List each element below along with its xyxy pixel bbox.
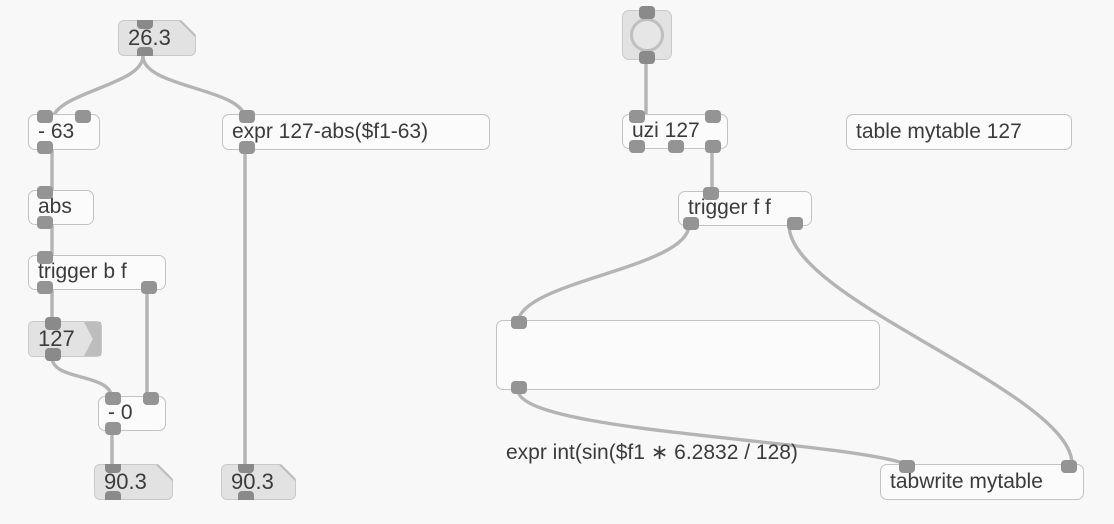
number-box-notch [179, 21, 195, 37]
outlet[interactable] [511, 381, 527, 394]
number-box-value: 90.3 [231, 469, 274, 494]
object-label: tabwrite mytable [890, 469, 1043, 493]
outlet-left[interactable] [683, 217, 699, 230]
inlet[interactable] [239, 110, 255, 123]
object-abs[interactable]: abs [28, 186, 94, 229]
inlet[interactable] [105, 460, 121, 473]
inlet-left[interactable] [105, 392, 121, 405]
object-trigger-b-f[interactable]: trigger b f [28, 251, 166, 294]
inlet-right[interactable] [143, 392, 159, 405]
inlet[interactable] [45, 317, 61, 330]
inlet-right[interactable] [705, 110, 721, 123]
object-label: abs [38, 195, 72, 219]
object-label: table mytable 127 [856, 119, 1022, 143]
object-label: trigger f f [688, 196, 771, 220]
number-box-notch [156, 465, 172, 481]
inlet-left[interactable] [629, 110, 645, 123]
object-label: - 0 [108, 401, 133, 425]
object-label: uzi 127 [632, 119, 700, 143]
number-box-output-right[interactable]: 90.3 [221, 464, 296, 500]
outlet[interactable] [639, 51, 655, 64]
bang-circle-icon [630, 18, 664, 52]
inlet[interactable] [511, 316, 527, 329]
cord-number-to-expr-abs [141, 54, 247, 121]
object-expr-sin[interactable]: expr int(sin($f1 ∗ 6.2832 / 128) ∗ 63.5 … [496, 316, 880, 464]
object-minus-63[interactable]: - 63 [28, 110, 100, 154]
outlet[interactable] [105, 422, 121, 435]
inlet-right[interactable] [75, 110, 91, 123]
object-trigger-f-f[interactable]: trigger f f [678, 187, 812, 230]
object-minus-0[interactable]: - 0 [98, 392, 166, 435]
cord-trigger-ff-left-to-expr-sin [516, 223, 691, 324]
outlet[interactable] [239, 141, 255, 154]
outlet[interactable] [37, 216, 53, 229]
inlet[interactable] [37, 251, 53, 264]
number-box-notch [279, 465, 295, 481]
outlet-right[interactable] [141, 281, 157, 294]
outlet-right[interactable] [787, 217, 803, 230]
object-uzi-127[interactable]: uzi 127 [622, 110, 728, 153]
outlet[interactable] [37, 141, 53, 154]
number-box-output-left[interactable]: 90.3 [94, 464, 173, 500]
message-box-label: 127 [38, 326, 75, 351]
inlet[interactable] [703, 187, 719, 200]
message-box-flag [84, 322, 101, 356]
message-box-127[interactable]: 127 [28, 317, 102, 361]
cord-msg127-to-minus0 [50, 355, 114, 401]
number-box-value: 90.3 [104, 469, 147, 494]
outlet-right[interactable] [705, 140, 721, 153]
object-tabwrite-mytable[interactable]: tabwrite mytable [880, 460, 1084, 500]
object-table-mytable[interactable]: table mytable 127 [846, 114, 1072, 150]
object-label: expr 127-abs($f1-63) [232, 119, 429, 143]
outlet[interactable] [105, 491, 121, 504]
outlet-left[interactable] [629, 140, 645, 153]
object-label: - 63 [38, 119, 75, 143]
object-expr-abs[interactable]: expr 127-abs($f1-63) [222, 110, 490, 154]
inlet[interactable] [37, 186, 53, 199]
number-box-value: 26.3 [128, 25, 171, 50]
bang-button[interactable] [622, 6, 672, 64]
object-label-line1: expr int(sin($f1 ∗ 6.2832 / 128) [506, 441, 798, 465]
inlet[interactable] [238, 460, 254, 473]
inlet-left[interactable] [899, 460, 915, 473]
inlet[interactable] [639, 6, 655, 19]
cord-number-to-minus63 [50, 54, 145, 124]
inlet-left[interactable] [37, 110, 53, 123]
outlet-left[interactable] [37, 281, 53, 294]
object-label: trigger b f [38, 260, 127, 284]
outlet-middle[interactable] [668, 140, 684, 153]
inlet-right[interactable] [1061, 460, 1077, 473]
outlet[interactable] [238, 491, 254, 504]
number-box-input[interactable]: 26.3 [118, 20, 196, 56]
outlet[interactable] [137, 47, 153, 60]
outlet[interactable] [45, 348, 61, 361]
inlet[interactable] [137, 16, 153, 29]
